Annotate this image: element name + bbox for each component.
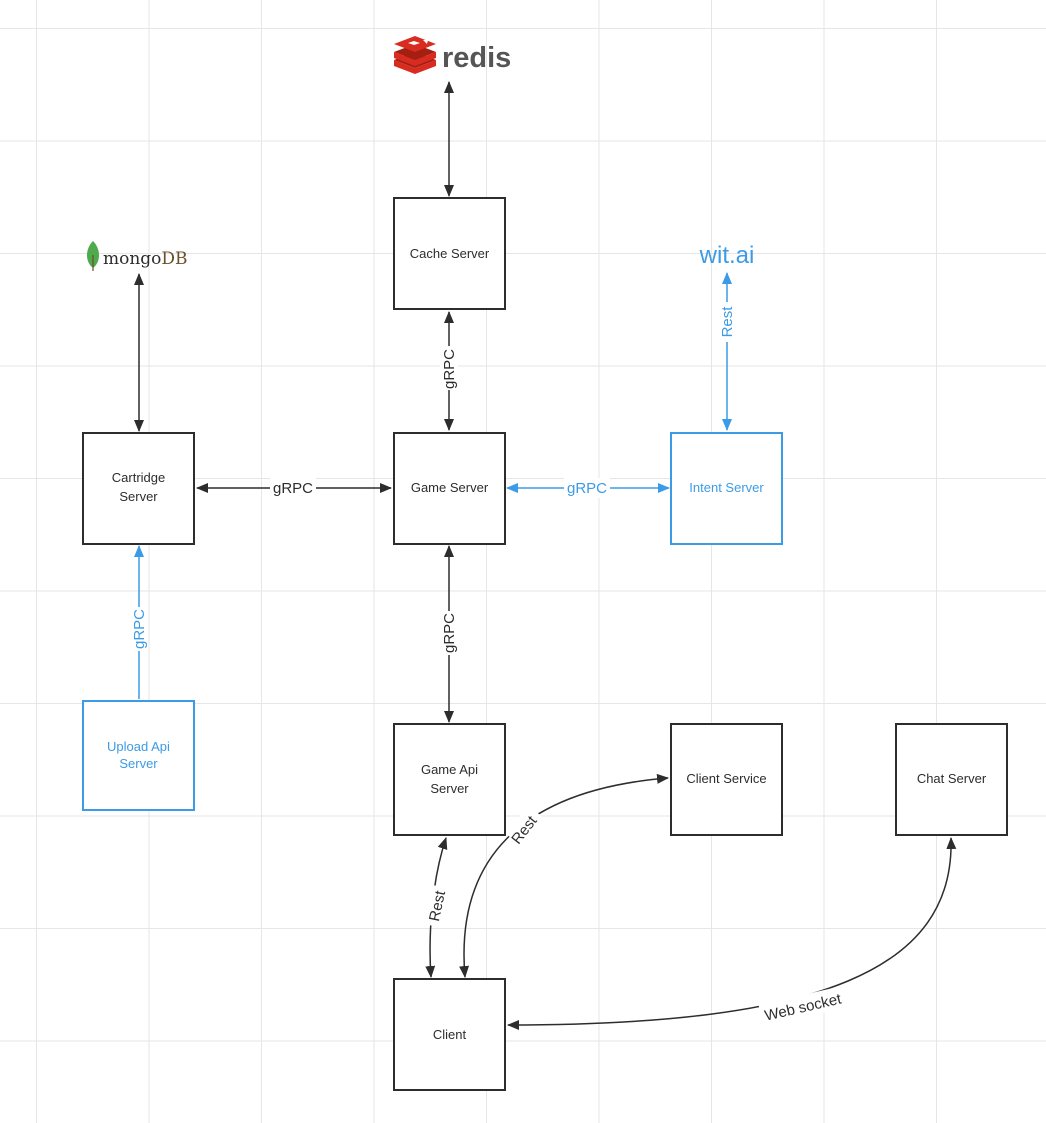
node-label-line1: Cartridge — [112, 470, 165, 485]
node-intent-server[interactable]: Intent Server — [670, 432, 783, 545]
node-upload-api-server[interactable]: Upload Api Server — [82, 700, 195, 811]
node-label-line2: Server — [119, 489, 158, 504]
edge-label-wit-intent: Rest — [719, 306, 736, 338]
mongodb-leaf-icon — [87, 241, 99, 271]
redis-icon — [394, 36, 436, 74]
edge-label-cache-game: gRPC — [441, 349, 458, 389]
node-label: Chat Server — [917, 771, 987, 786]
node-label: Client — [433, 1027, 467, 1042]
node-label: Cache Server — [410, 246, 490, 261]
edge-chat-client — [507, 837, 957, 1030]
mongodb-wordmark-mongo: mongo — [103, 249, 161, 269]
redis-logo: redis — [394, 36, 511, 74]
node-label-line1: Game Api — [421, 762, 478, 777]
edge-label-game-intent: gRPC — [567, 480, 607, 497]
node-game-server[interactable]: Game Server — [393, 432, 506, 545]
redis-wordmark: redis — [442, 42, 511, 74]
wit-ai-logo: wit.ai — [699, 242, 755, 269]
node-cartridge-server[interactable]: Cartridge Server — [82, 432, 195, 545]
node-chat-server[interactable]: Chat Server — [895, 723, 1008, 836]
edge-label-game-gameapi: gRPC — [441, 613, 458, 653]
node-label-line1: Upload Api — [107, 739, 170, 754]
node-label-line2: Server — [119, 756, 158, 771]
node-client-service[interactable]: Client Service — [670, 723, 783, 836]
node-label-line2: Server — [430, 781, 469, 796]
node-label: Game Server — [411, 480, 489, 495]
svg-text:mongoDB: mongoDB — [103, 249, 188, 269]
node-cache-server[interactable]: Cache Server — [393, 197, 506, 310]
node-game-api-server[interactable]: Game Api Server — [393, 723, 506, 836]
mongodb-wordmark-db: DB — [161, 249, 187, 269]
mongodb-logo: mongoDB — [87, 241, 188, 271]
node-label: Intent Server — [689, 480, 764, 495]
node-label: Client Service — [686, 771, 766, 786]
edge-label-upload-cartridge: gRPC — [131, 609, 148, 649]
node-client[interactable]: Client — [393, 978, 506, 1091]
edge-label-cartridge-game: gRPC — [273, 480, 313, 497]
edge-label-gameapi-client: Rest — [426, 888, 449, 923]
